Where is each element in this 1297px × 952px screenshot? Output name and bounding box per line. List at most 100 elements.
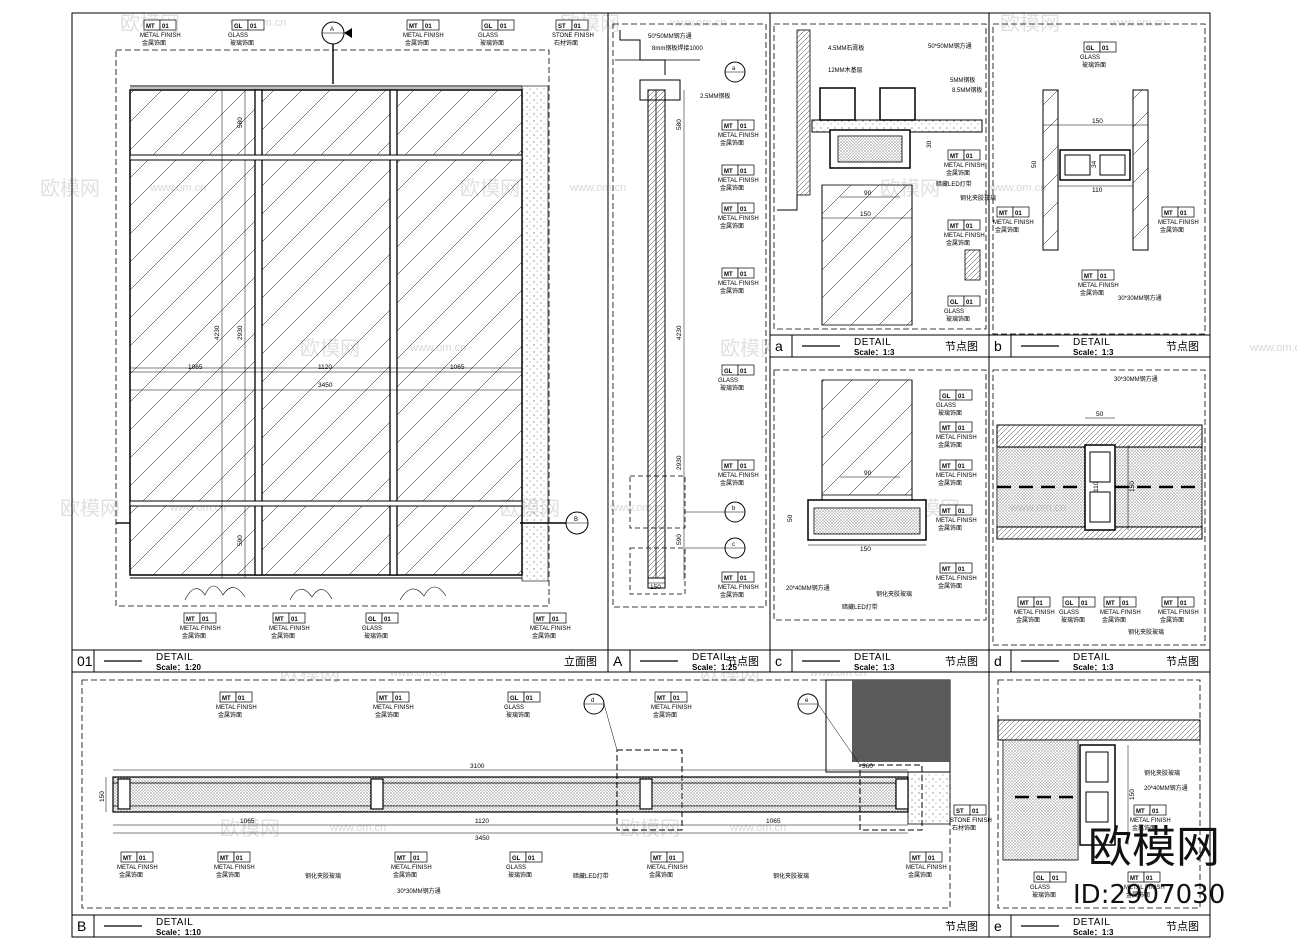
tag-chinese: 玻璃饰面 <box>1061 616 1085 624</box>
tag-english: STONE FINISH <box>552 33 594 39</box>
brand-name: 欧模网 <box>1088 822 1220 873</box>
svg-text:34: 34 <box>1091 160 1098 168</box>
tag-english: METAL FINISH <box>1078 283 1119 289</box>
tag-number: 01 <box>740 169 747 175</box>
tag-english: METAL FINISH <box>906 865 947 871</box>
svg-text:150: 150 <box>860 546 871 553</box>
tag-code: MT <box>653 856 662 862</box>
detail-view-e: 150 钢化夹胶玻璃 20*40MM钢方通 <box>997 719 1201 861</box>
tag-english: METAL FINISH <box>936 473 977 479</box>
title-block-kind: 节点图 <box>945 920 978 933</box>
tag-number: 01 <box>740 369 747 375</box>
tag-number: 01 <box>1122 601 1129 607</box>
svg-text:150: 150 <box>860 211 871 218</box>
tag-number: 01 <box>1180 211 1187 217</box>
tag-chinese: 金属饰面 <box>1160 616 1184 624</box>
svg-text:590: 590 <box>676 534 683 545</box>
svg-text:a: a <box>732 66 736 72</box>
svg-text:钢化夹胶玻璃: 钢化夹胶玻璃 <box>305 872 341 880</box>
tag-number: 01 <box>528 856 535 862</box>
tag-chinese: 玻璃饰面 <box>506 711 530 719</box>
svg-text:2930: 2930 <box>676 455 683 470</box>
svg-text:150: 150 <box>1129 481 1136 492</box>
tag-number: 01 <box>425 24 432 30</box>
tag-number: 01 <box>202 617 209 623</box>
title-block-id: A <box>613 653 623 669</box>
title-block-id: d <box>994 653 1002 669</box>
tag-english: METAL FINISH <box>944 163 985 169</box>
tag-chinese: 金属饰面 <box>720 591 744 599</box>
svg-text:5MM钢板: 5MM钢板 <box>950 76 975 84</box>
tag-chinese: 金属饰面 <box>720 184 744 192</box>
tag-code: MT <box>186 617 195 623</box>
svg-text:钢化夹胶玻璃: 钢化夹胶玻璃 <box>876 590 912 598</box>
tag-code: MT <box>724 124 733 130</box>
tag-chinese: 玻璃饰面 <box>946 315 970 323</box>
tag-english: METAL FINISH <box>373 705 414 711</box>
tag-chinese: 玻璃饰面 <box>720 384 744 392</box>
tag-english: METAL FINISH <box>1124 885 1165 891</box>
svg-text:30*30MM钢方通: 30*30MM钢方通 <box>397 887 441 895</box>
tag-number: 01 <box>966 300 973 306</box>
tag-number: 01 <box>740 272 747 278</box>
svg-text:b: b <box>732 506 736 512</box>
svg-text:钢化夹胶玻璃: 钢化夹胶玻璃 <box>773 872 809 880</box>
tag-number: 01 <box>958 567 965 573</box>
dim-elev-right: 1065 <box>450 364 465 371</box>
tag-chinese: 金属饰面 <box>532 632 556 640</box>
tag-chinese: 金属饰面 <box>1132 824 1156 832</box>
tag-code: MT <box>1164 211 1173 217</box>
tag-english: METAL FINISH <box>214 865 255 871</box>
tag-english: METAL FINISH <box>936 518 977 524</box>
watermark-text: 欧模网 <box>60 496 120 520</box>
tag-english: METAL FINISH <box>180 626 221 632</box>
svg-text:2.5MM钢板: 2.5MM钢板 <box>700 92 730 100</box>
tag-english: GLASS <box>228 33 248 39</box>
svg-text:30*30MM钢方通: 30*30MM钢方通 <box>1118 294 1162 302</box>
tag-code: MT <box>1020 601 1029 607</box>
dim-elev-left: 1065 <box>188 364 203 371</box>
callout-c: c <box>685 537 746 559</box>
tag-english: METAL FINISH <box>1158 610 1199 616</box>
tag-english: METAL FINISH <box>1130 818 1171 824</box>
tag-chinese: 玻璃饰面 <box>230 39 254 47</box>
tag-number: 01 <box>958 509 965 515</box>
svg-text:暗藏LED灯带: 暗藏LED灯带 <box>573 872 609 880</box>
tag-number: 01 <box>552 617 559 623</box>
title-block-detail: DETAIL <box>854 337 891 348</box>
brand-id: ID:2907030 <box>1073 880 1225 910</box>
tag-chinese: 金属饰面 <box>649 871 673 879</box>
tag-english: METAL FINISH <box>1014 610 1055 616</box>
title-block-scale: Scale：1:3 <box>1073 663 1114 672</box>
tag-english: METAL FINISH <box>993 220 1034 226</box>
tag-number: 01 <box>1081 601 1088 607</box>
tag-code: MT <box>275 617 284 623</box>
plan-view-b: 3100 1065 1120 1065 3450 150 360 钢化夹胶玻璃 … <box>99 679 951 895</box>
tag-code: MT <box>657 696 666 702</box>
svg-text:1120: 1120 <box>475 818 489 825</box>
tag-number: 01 <box>740 464 747 470</box>
tag-english: METAL FINISH <box>936 435 977 441</box>
tag-code: GL <box>1036 876 1045 882</box>
watermark-url: www.om.cn <box>329 822 386 834</box>
title-block-detail: DETAIL <box>156 917 193 928</box>
watermark-text: 欧模网 <box>220 816 280 840</box>
